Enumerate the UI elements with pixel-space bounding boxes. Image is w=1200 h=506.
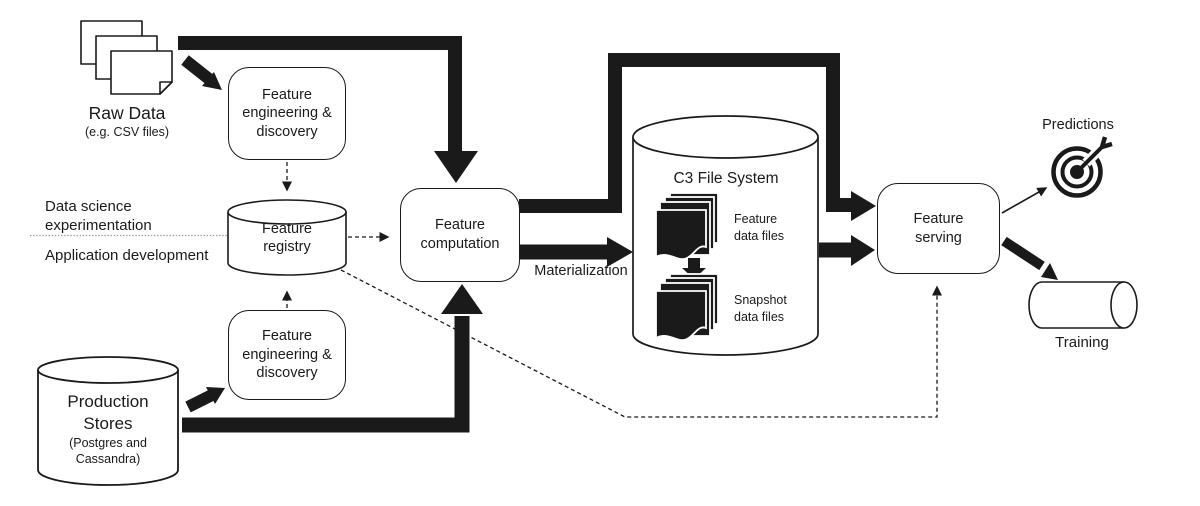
materialization-label: Materialization bbox=[534, 263, 628, 279]
raw-data-sublabel: (e.g. CSV files) bbox=[84, 125, 170, 139]
snapshot-data-files-label: Snapshot data files bbox=[734, 293, 787, 324]
lane-label-data-science: Data science experimentation bbox=[45, 198, 152, 234]
dashed-arrow-registry-to-serving bbox=[340, 269, 942, 418]
arrow-production-to-engbottom bbox=[185, 387, 225, 413]
node-feature-engineering-bottom: Feature engineering & discovery bbox=[228, 310, 346, 400]
stacked-pages-icon bbox=[80, 20, 173, 95]
node-feature-serving: Feature serving bbox=[877, 183, 1000, 274]
target-arrow-icon bbox=[1051, 135, 1114, 198]
arrow-rawdata-to-engtop bbox=[181, 55, 222, 90]
arrow-rawdata-to-computation bbox=[178, 36, 478, 183]
feature-data-files-label: Feature data files bbox=[734, 212, 785, 243]
arrow-production-to-computation bbox=[182, 284, 483, 433]
raw-data-label: Raw Data bbox=[88, 103, 166, 123]
lane-label-application-development: Application development bbox=[45, 247, 209, 264]
production-stores-label: Production Stores bbox=[67, 392, 149, 434]
snapshot-data-files-stack-icon bbox=[655, 273, 719, 342]
training-pipe-cylinder-icon bbox=[1028, 281, 1138, 329]
feature-data-files-stack-icon bbox=[655, 192, 719, 261]
arrow-serving-to-training bbox=[1001, 236, 1058, 280]
feature-registry-label: Feature registry bbox=[262, 221, 312, 255]
production-stores-sublabel: (Postgres and Cassandra) bbox=[69, 436, 147, 466]
node-feature-computation: Feature computation bbox=[400, 188, 520, 282]
training-label: Training bbox=[1055, 334, 1109, 351]
predictions-label: Predictions bbox=[1042, 117, 1114, 133]
arrow-materialization bbox=[520, 237, 633, 267]
feature-registry-cylinder-icon bbox=[227, 199, 347, 276]
c3-file-system-label: C3 File System bbox=[673, 170, 779, 187]
node-feature-engineering-top: Feature engineering & discovery bbox=[228, 67, 346, 160]
arrow-computation-to-serving bbox=[519, 53, 876, 221]
arrow-serving-to-predictions bbox=[1001, 187, 1048, 214]
arrow-c3-to-serving bbox=[819, 235, 875, 266]
production-stores-cylinder-icon bbox=[37, 356, 179, 486]
